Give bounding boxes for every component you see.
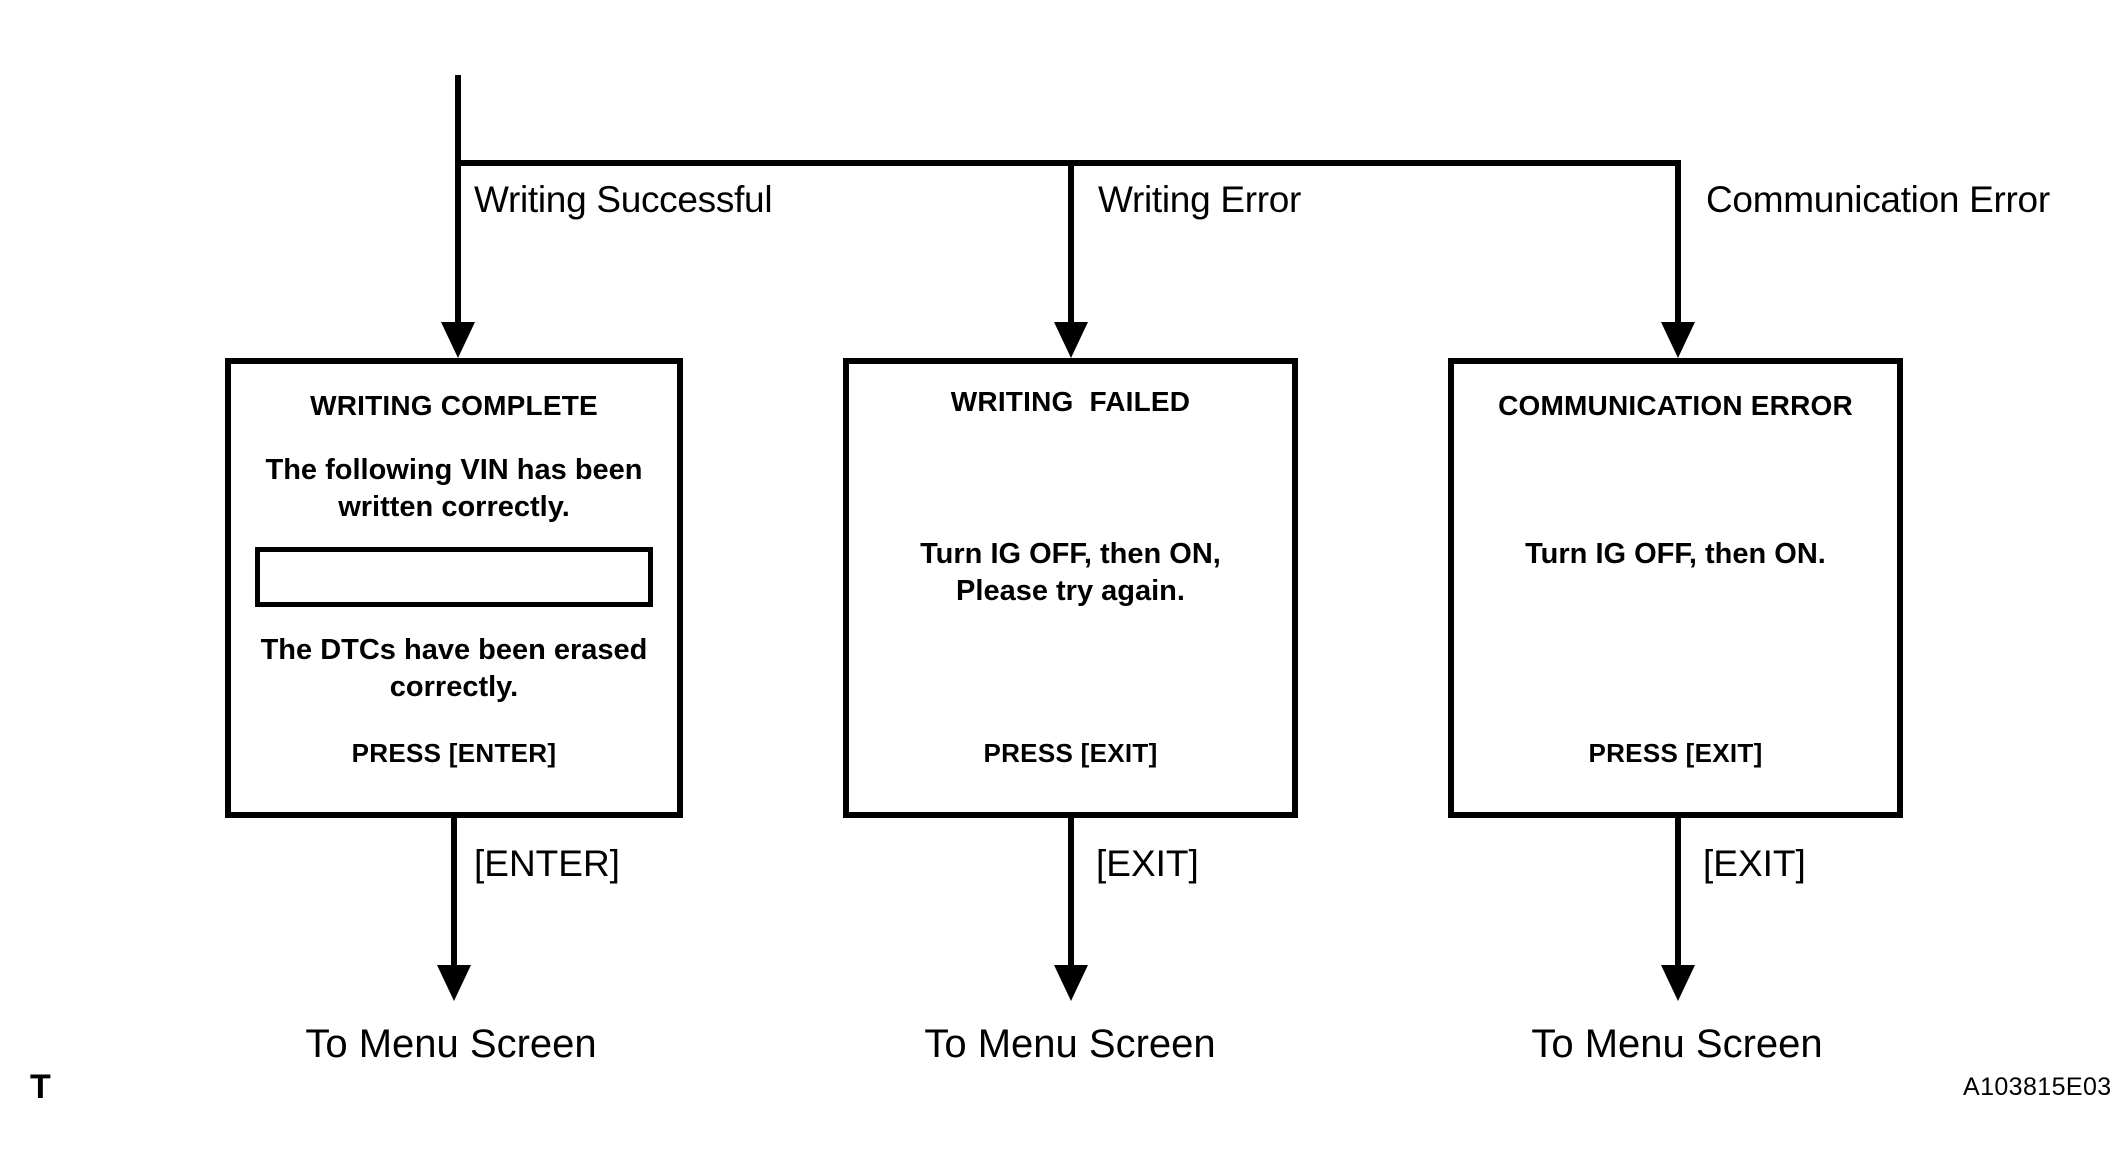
- screen-title-writing-failed: WRITING FAILED: [950, 386, 1191, 417]
- transition-arrow-exit-communication-error: [1661, 965, 1695, 1001]
- terminal-to-menu-screen-3: To Menu Screen: [1531, 1022, 1823, 1066]
- screen-message-retry-ignition: Turn IG OFF, then ON, Please try again.: [920, 538, 1221, 608]
- branch-arrow-communication-error: [1661, 322, 1695, 358]
- transition-key-enter: [ENTER]: [474, 843, 620, 884]
- screen-writing-complete: WRITING COMPLETE The following VIN has b…: [225, 358, 683, 818]
- branch-line-writing-successful: [455, 160, 461, 325]
- branch-arrow-writing-error: [1054, 322, 1088, 358]
- screen-message-dtc-erased: The DTCs have been erased correctly.: [260, 634, 648, 704]
- branch-label-writing-successful: Writing Successful: [474, 179, 773, 220]
- branch-label-communication-error: Communication Error: [1706, 179, 2050, 220]
- screen-communication-error: COMMUNICATION ERROR Turn IG OFF, then ON…: [1448, 358, 1903, 818]
- branch-line-writing-error: [1068, 160, 1074, 325]
- trunk-vertical-line: [455, 75, 461, 165]
- screen-footer-press-enter: PRESS [ENTER]: [351, 738, 557, 768]
- screen-message-cycle-ignition: Turn IG OFF, then ON.: [1525, 538, 1826, 570]
- branch-line-communication-error: [1675, 160, 1681, 325]
- transition-line-exit-communication-error: [1675, 818, 1681, 968]
- transition-key-exit-writing-failed: [EXIT]: [1096, 843, 1199, 884]
- terminal-to-menu-screen-1: To Menu Screen: [305, 1022, 597, 1066]
- branch-label-writing-error: Writing Error: [1098, 179, 1302, 220]
- screen-title-writing-complete: WRITING COMPLETE: [310, 390, 598, 421]
- transition-line-enter: [451, 818, 457, 968]
- page-corner-mark: T: [30, 1068, 51, 1106]
- vin-value-field[interactable]: [255, 547, 653, 607]
- transition-line-exit-writing-failed: [1068, 818, 1074, 968]
- branch-arrow-writing-successful: [441, 322, 475, 358]
- figure-reference-code: A103815E03: [1963, 1073, 2112, 1101]
- screen-writing-failed: WRITING FAILED Turn IG OFF, then ON, Ple…: [843, 358, 1298, 818]
- screen-message-vin-written: The following VIN has been written corre…: [265, 454, 643, 524]
- transition-key-exit-communication-error: [EXIT]: [1703, 843, 1806, 884]
- transition-arrow-enter: [437, 965, 471, 1001]
- screen-footer-press-exit-writing-failed: PRESS [EXIT]: [983, 738, 1158, 768]
- transition-arrow-exit-writing-failed: [1054, 965, 1088, 1001]
- terminal-to-menu-screen-2: To Menu Screen: [924, 1022, 1216, 1066]
- screen-title-communication-error: COMMUNICATION ERROR: [1498, 390, 1853, 421]
- screen-footer-press-exit-communication-error: PRESS [EXIT]: [1588, 738, 1763, 768]
